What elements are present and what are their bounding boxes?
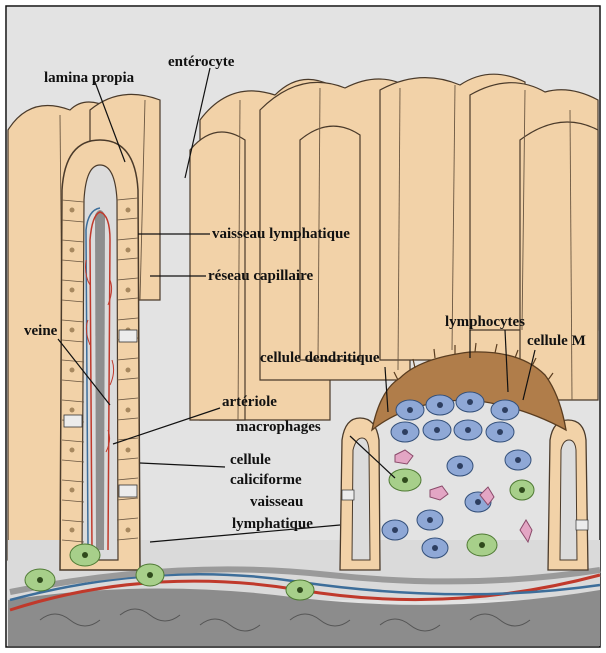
label-lymph-vessel-bottom-line1: vaisseau — [250, 494, 303, 510]
label-dendritic-cell: cellule dendritique — [260, 350, 380, 366]
right-villus — [548, 420, 588, 570]
label-m-cell: cellule M — [527, 333, 586, 349]
label-lymph-vessel-bottom-line2: lymphatique — [232, 516, 313, 532]
label-enterocyte: entérocyte — [168, 54, 235, 70]
small-villus — [340, 418, 380, 570]
label-arteriole: artériole — [222, 394, 277, 410]
label-lamina-propria: lamina propia — [44, 70, 135, 86]
label-goblet-cell-line1: cellule — [230, 452, 271, 468]
label-goblet-cell-line2: caliciforme — [230, 472, 302, 488]
label-lymphocytes: lymphocytes — [445, 314, 525, 330]
label-lymph-vessel-top: vaisseau lymphatique — [212, 226, 350, 242]
label-macrophages: macrophages — [236, 419, 321, 435]
label-vein: veine — [24, 323, 58, 339]
main-villus — [60, 140, 140, 570]
label-capillary-network: réseau capillaire — [208, 268, 313, 284]
